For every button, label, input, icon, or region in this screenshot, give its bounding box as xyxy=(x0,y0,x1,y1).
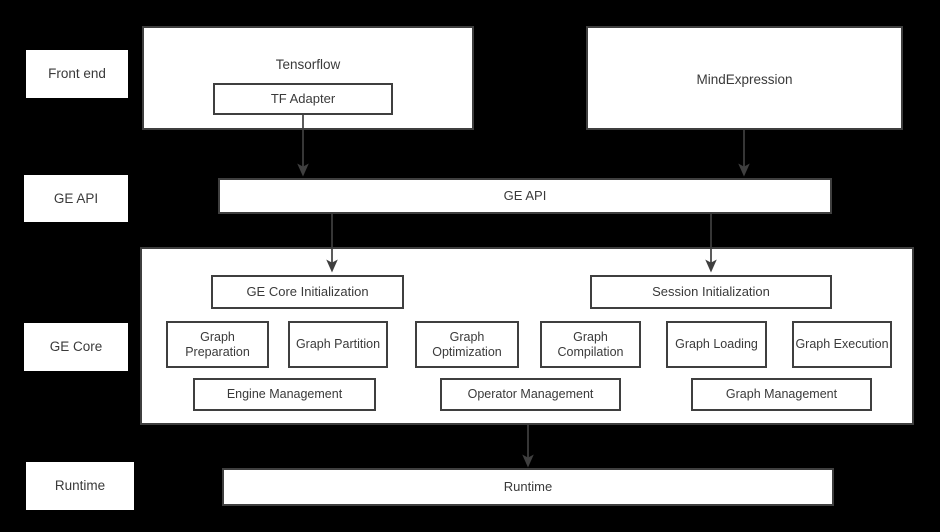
tensorflow-container: Tensorflow TF Adapter xyxy=(142,26,474,130)
session-initialization-box: Session Initialization xyxy=(590,275,832,309)
layer-label-front-end-text: Front end xyxy=(48,66,106,82)
graph-management-label: Graph Management xyxy=(725,387,838,402)
graph-preparation-box: Graph Preparation xyxy=(166,321,269,368)
layer-label-ge-api-text: GE API xyxy=(53,190,99,206)
graph-partition-label: Graph Partition xyxy=(295,337,381,352)
tensorflow-title: Tensorflow xyxy=(275,57,341,72)
ge-core-initialization-label: GE Core Initialization xyxy=(246,284,369,300)
graph-optimization-box: Graph Optimization xyxy=(415,321,519,368)
ge-api-bar-label: GE API xyxy=(503,188,547,204)
graph-execution-box: Graph Execution xyxy=(792,321,892,368)
layer-label-runtime-text: Runtime xyxy=(54,478,106,494)
graph-execution-label: Graph Execution xyxy=(795,337,889,352)
tf-adapter-label: TF Adapter xyxy=(270,91,336,107)
graph-partition-box: Graph Partition xyxy=(288,321,388,368)
operator-management-box: Operator Management xyxy=(440,378,621,411)
tf-adapter-box: TF Adapter xyxy=(213,83,393,115)
engine-management-label: Engine Management xyxy=(226,387,343,402)
layer-label-runtime: Runtime xyxy=(26,462,134,510)
runtime-bar-label: Runtime xyxy=(503,479,553,495)
graph-loading-label: Graph Loading xyxy=(675,337,758,352)
runtime-bar: Runtime xyxy=(222,468,834,506)
layer-label-ge-core-text: GE Core xyxy=(49,339,103,355)
graph-compilation-box: Graph Compilation xyxy=(540,321,641,368)
engine-management-box: Engine Management xyxy=(193,378,376,411)
ge-api-bar: GE API xyxy=(218,178,832,214)
layer-label-ge-api: GE API xyxy=(24,175,128,222)
mindexpression-container: MindExpression xyxy=(586,26,903,130)
operator-management-label: Operator Management xyxy=(467,387,594,402)
layer-label-ge-core: GE Core xyxy=(24,323,128,371)
graph-loading-box: Graph Loading xyxy=(666,321,767,368)
ge-core-container: GE Core Initialization Session Initializ… xyxy=(140,247,914,425)
graph-optimization-label: Graph Optimization xyxy=(432,329,502,359)
mindexpression-title: MindExpression xyxy=(696,72,793,87)
graph-management-box: Graph Management xyxy=(691,378,872,411)
graph-preparation-label: Graph Preparation xyxy=(185,329,250,359)
session-initialization-label: Session Initialization xyxy=(652,284,770,300)
layer-label-front-end: Front end xyxy=(26,50,128,98)
ge-core-initialization-box: GE Core Initialization xyxy=(211,275,404,309)
graph-compilation-label: Graph Compilation xyxy=(557,329,624,359)
